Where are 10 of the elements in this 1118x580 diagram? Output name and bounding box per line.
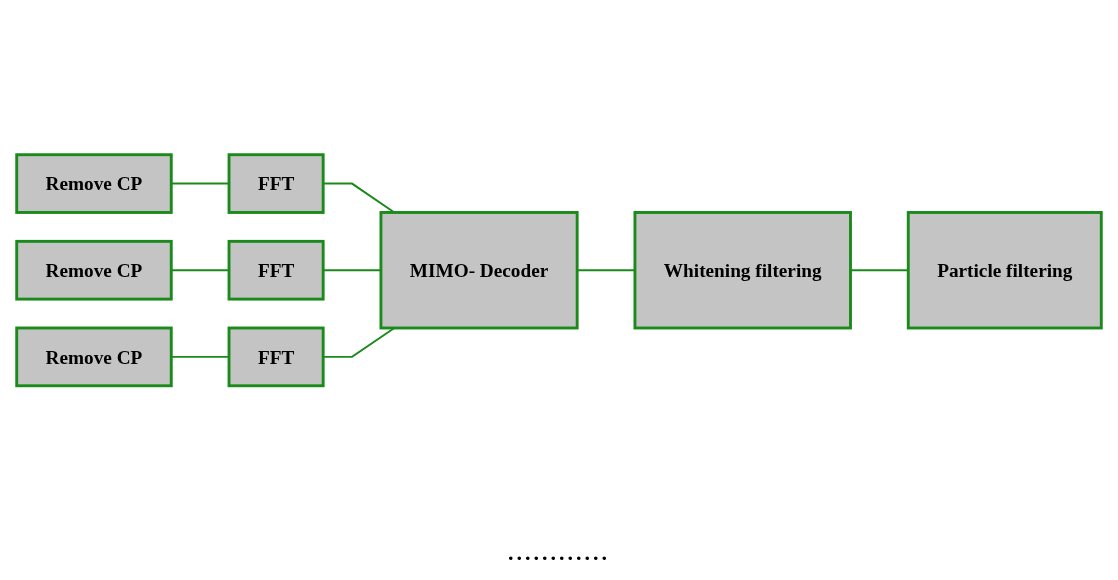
node-box: FFT [227,153,325,214]
node-box: Particle filtering [906,210,1103,330]
node-box: MIMO- Decoder [379,210,579,330]
ellipsis-dots: ............ [508,540,610,566]
node-box: Remove CP [15,153,173,214]
node-box: FFT [227,239,325,301]
node-box: Whitening filtering [633,210,852,330]
node-box: Remove CP [15,326,173,387]
node-box: Remove CP [15,239,173,301]
node-box: FFT [227,326,325,387]
